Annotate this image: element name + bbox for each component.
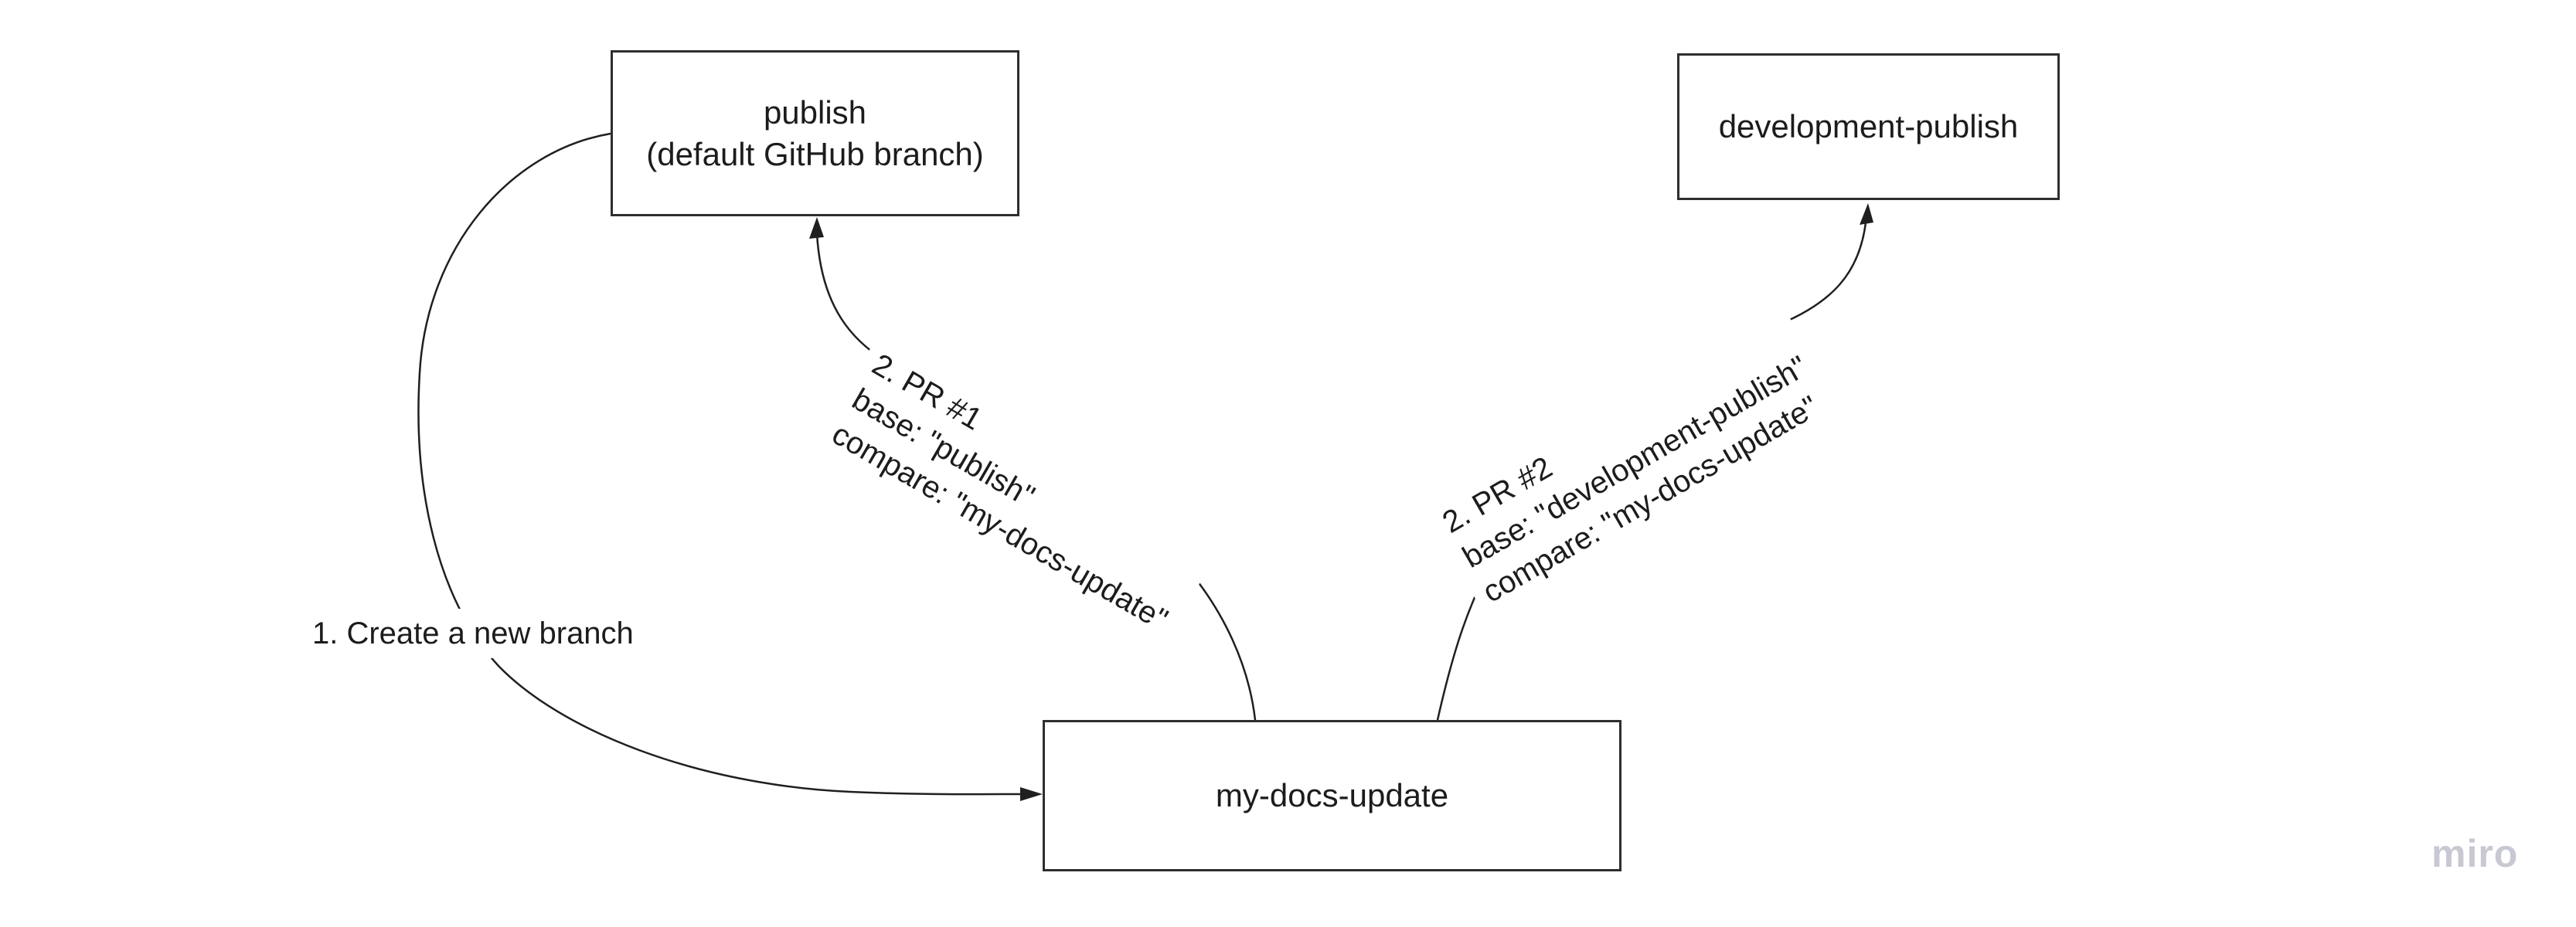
- shape-publish[interactable]: publish (default GitHub branch): [611, 50, 1019, 216]
- shape-publish-label-line1: publish: [763, 93, 867, 131]
- edge-label-create-branch-text: 1. Create a new branch: [312, 616, 634, 650]
- shape-development-publish-label: development-publish: [1718, 108, 2019, 144]
- edge-label-create-branch[interactable]: 1. Create a new branch: [301, 609, 645, 658]
- shape-development-publish[interactable]: development-publish: [1677, 53, 2060, 200]
- shape-publish-label-line2: (default GitHub branch): [646, 135, 984, 172]
- miro-logo: miro: [2431, 832, 2519, 875]
- arrowhead-right-icon: [1020, 787, 1043, 801]
- arrowhead-up-icon: [809, 217, 824, 239]
- shape-my-docs-update[interactable]: my-docs-update: [1043, 720, 1621, 871]
- shape-my-docs-update-label: my-docs-update: [1215, 777, 1449, 813]
- arrowhead-up-icon: [1860, 203, 1873, 225]
